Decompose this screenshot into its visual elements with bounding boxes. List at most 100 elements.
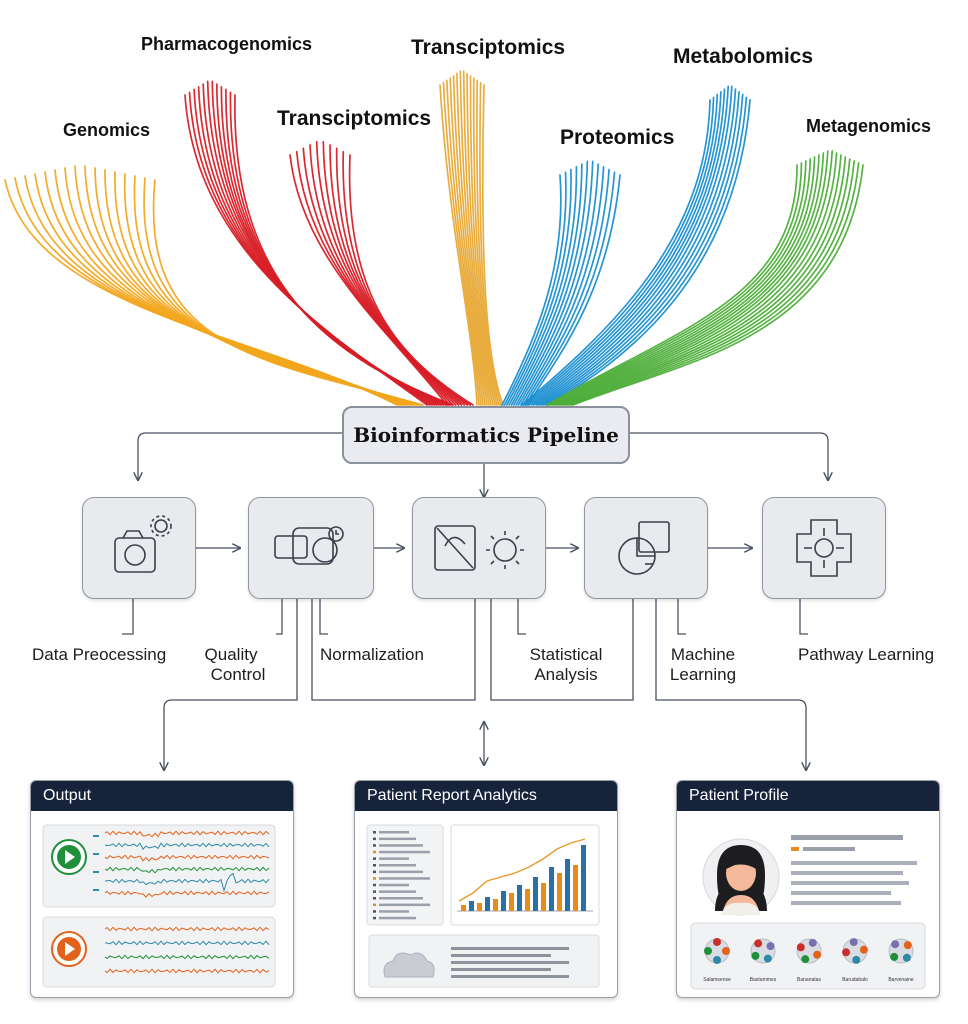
report-trend-line: [458, 838, 586, 902]
step-label-analysis: Analysis: [534, 665, 598, 684]
waveform-line: [105, 940, 270, 946]
omics-fiber: [521, 99, 711, 406]
omics-label-transcriptomics-center: Transciptomics: [411, 36, 566, 59]
omics-fiber: [561, 152, 838, 406]
patient-profile-content: Salamsense Bastammes Bananatas Barudabalo Ba…: [690, 835, 926, 990]
report-bullet: [373, 877, 376, 880]
omics-fiber: [549, 160, 807, 406]
cloud-icon: [383, 952, 435, 978]
omics-fiber: [510, 163, 583, 406]
report-bar: [485, 897, 490, 911]
omics-fiber: [295, 150, 451, 406]
report-text-line: [379, 831, 409, 834]
omics-fiber: [528, 90, 722, 406]
report-bar: [549, 867, 554, 911]
bioinformatics-pipeline-box: Bioinformatics Pipeline: [342, 406, 630, 464]
omics-fiber: [479, 81, 502, 406]
profile-network-node: Barudabalo: [842, 938, 868, 983]
waveform-line: [104, 872, 270, 893]
omics-fiber: [456, 72, 488, 406]
omics-fiber: [535, 85, 733, 406]
omics-fiber: [527, 174, 621, 406]
waveform-line: [104, 854, 270, 862]
waveform-line: [104, 926, 270, 932]
step-label-machine: Machine: [670, 645, 736, 664]
omics-fiber: [517, 163, 600, 406]
omics-fiber: [532, 85, 730, 406]
omics-fiber: [505, 168, 572, 406]
omics-fiber: [572, 164, 864, 406]
play-green-icon: [65, 850, 75, 864]
report-text-line: [379, 877, 430, 880]
omics-fiber: [530, 88, 726, 406]
step-label-quality: Quality: [204, 645, 258, 664]
omics-fiber: [508, 165, 578, 406]
omics-label-proteomics: Proteomics: [560, 126, 675, 149]
report-bar: [581, 845, 586, 911]
step-label-control: Control: [210, 665, 266, 684]
report-bullet: [373, 857, 376, 860]
profile-node-label: Salamsense: [703, 977, 731, 983]
omics-fiber: [315, 140, 460, 406]
omics-label-pharmacogenomics: Pharmacogenomics: [141, 34, 313, 54]
omics-fiber: [563, 154, 842, 406]
step-label-quality-control: Quality Control: [188, 645, 274, 685]
omics-fiber: [566, 158, 851, 406]
report-text-line: [379, 837, 416, 841]
omics-fiber: [452, 74, 486, 406]
report-text-line: [379, 844, 423, 847]
omics-label-genomics: Genomics: [63, 120, 151, 140]
omics-fiber: [542, 93, 744, 406]
profile-node-label: Barvenaine: [888, 977, 914, 983]
omics-fiber: [472, 77, 498, 406]
play-orange-icon: [65, 942, 75, 956]
output-waveforms: [42, 824, 276, 988]
omics-label-transcriptomics-left: Transciptomics: [277, 107, 432, 130]
omics-fiber: [348, 154, 474, 406]
step-label-statistical: Statistical: [529, 645, 603, 664]
step-label-learning: Learning: [669, 665, 737, 684]
profile-network-node: Barvenaine: [888, 938, 914, 983]
patient-profile-panel: Patient Profile Salamsense Bastammes Banan…: [676, 780, 940, 998]
report-bar: [565, 859, 570, 911]
report-bullet: [373, 837, 376, 841]
report-bar: [517, 885, 522, 911]
report-bar: [493, 899, 498, 911]
stage-data-processing: [82, 497, 196, 599]
omics-fiber: [551, 158, 812, 406]
report-bullet: [373, 870, 376, 874]
step-label-statistical-analysis: Statistical Analysis: [520, 645, 612, 685]
report-bar: [533, 877, 538, 911]
report-bullet: [373, 883, 376, 887]
profile-node-label: Barudabalo: [842, 977, 868, 983]
profile-panel-header: Patient Profile: [677, 781, 939, 811]
waveform-line: [104, 890, 270, 898]
quality-gauge-icon: [274, 526, 344, 565]
report-bar: [501, 891, 506, 911]
report-bar: [509, 893, 514, 911]
profile-network-node: Bastammes: [750, 938, 777, 983]
step-label-pathway-learning: Pathway Learning: [798, 645, 935, 664]
omics-fiber: [524, 171, 616, 406]
report-text-line: [379, 916, 416, 920]
omics-fiber-tree: [4, 70, 864, 406]
report-bar: [469, 901, 474, 911]
omics-fiber: [544, 96, 748, 406]
omics-fiber: [466, 72, 494, 406]
profile-node-label: Bastammes: [750, 977, 777, 983]
report-bar: [525, 889, 530, 911]
omics-fiber: [540, 90, 740, 406]
report-bullet: [373, 844, 376, 847]
omics-fiber: [449, 77, 484, 406]
profile-node-label: Bananatas: [797, 977, 821, 983]
omics-fiber: [560, 150, 834, 406]
omics-fiber: [503, 171, 567, 406]
omics-fiber: [547, 162, 803, 406]
report-desc-line: [451, 954, 551, 957]
step-label-normalization: Normalization: [320, 645, 424, 664]
report-desc-line: [451, 961, 569, 964]
report-bar: [573, 865, 578, 911]
normalization-icon: [434, 525, 524, 571]
chart-analysis-icon: [618, 521, 670, 575]
omics-fiber: [302, 147, 454, 406]
